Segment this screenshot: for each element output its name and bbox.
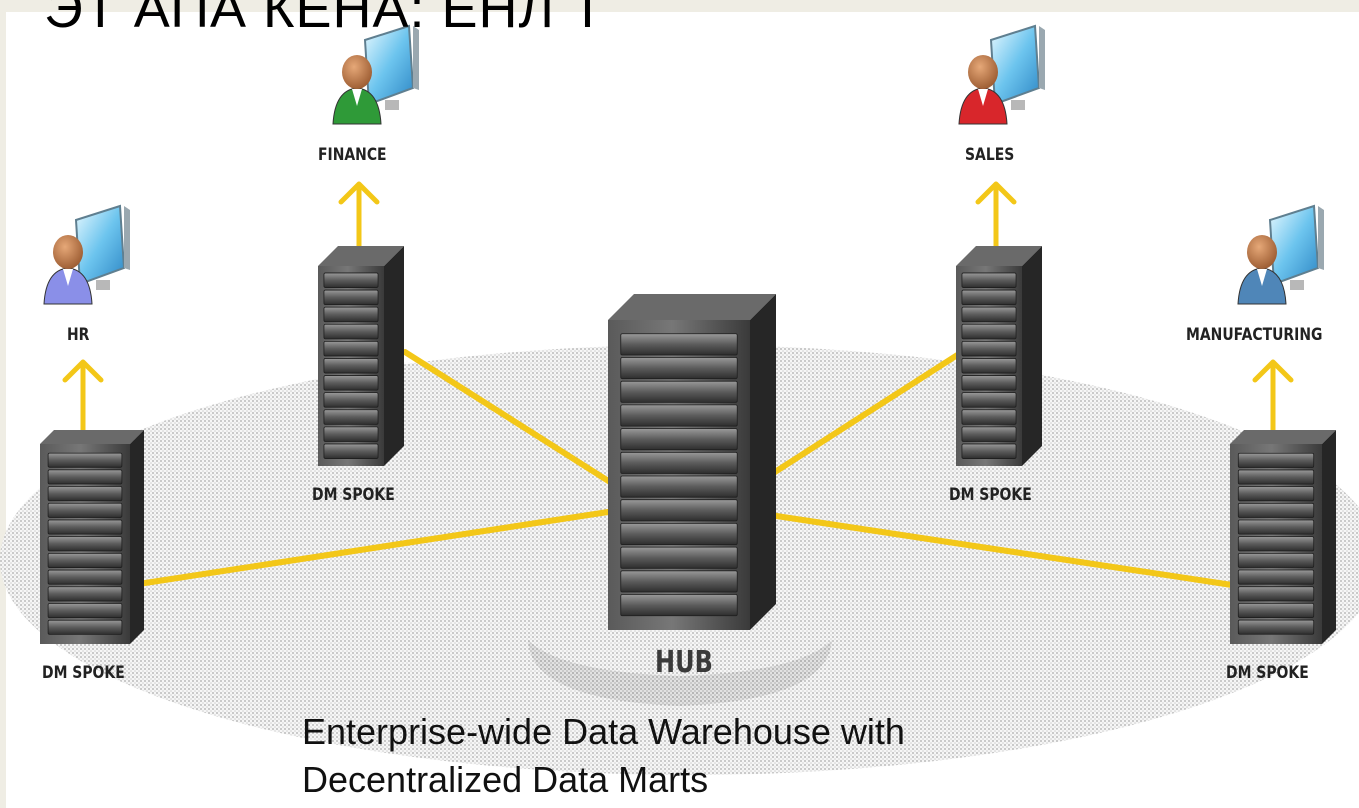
manufacturing-user-icon — [1237, 204, 1324, 305]
hub-disc — [528, 640, 832, 706]
finance-user-icon — [332, 24, 419, 125]
arrow-up-icon — [975, 181, 1017, 253]
server-hr — [40, 430, 144, 644]
server-finance — [318, 246, 404, 466]
server-sales — [956, 246, 1042, 466]
link-hr — [129, 509, 611, 588]
server-manufacturing — [1230, 430, 1336, 644]
page-title: ЭТ АПА КЕНА: ЕНЛ Т — [44, 0, 605, 39]
link-finance — [402, 349, 613, 485]
link-sales — [747, 349, 965, 491]
spoke-label-finance: DM SPOKE — [312, 485, 395, 505]
sales-user-icon — [958, 24, 1045, 125]
department-label-finance: FINANCE — [318, 145, 387, 165]
spoke-label-sales: DM SPOKE — [949, 485, 1032, 505]
arrow-up-icon — [338, 181, 380, 253]
spoke-label-manufacturing: DM SPOKE — [1226, 663, 1309, 683]
arrow-up-icon — [1252, 359, 1294, 435]
department-label-sales: SALES — [965, 145, 1015, 165]
diagram-caption: Enterprise-wide Data Warehouse with Dece… — [302, 708, 905, 804]
caption-line-2: Decentralized Data Marts — [302, 759, 709, 800]
server-hub — [608, 294, 776, 630]
spoke-label-hr: DM SPOKE — [42, 663, 125, 683]
caption-line-1: Enterprise-wide Data Warehouse with — [302, 711, 905, 752]
hub-label: HUB — [655, 645, 713, 680]
department-label-hr: HR — [67, 325, 90, 345]
link-manufacturing — [747, 509, 1235, 588]
arrow-up-icon — [62, 359, 104, 435]
department-label-manufacturing: MANUFACTURING — [1186, 325, 1323, 345]
hr-user-icon — [43, 204, 130, 305]
